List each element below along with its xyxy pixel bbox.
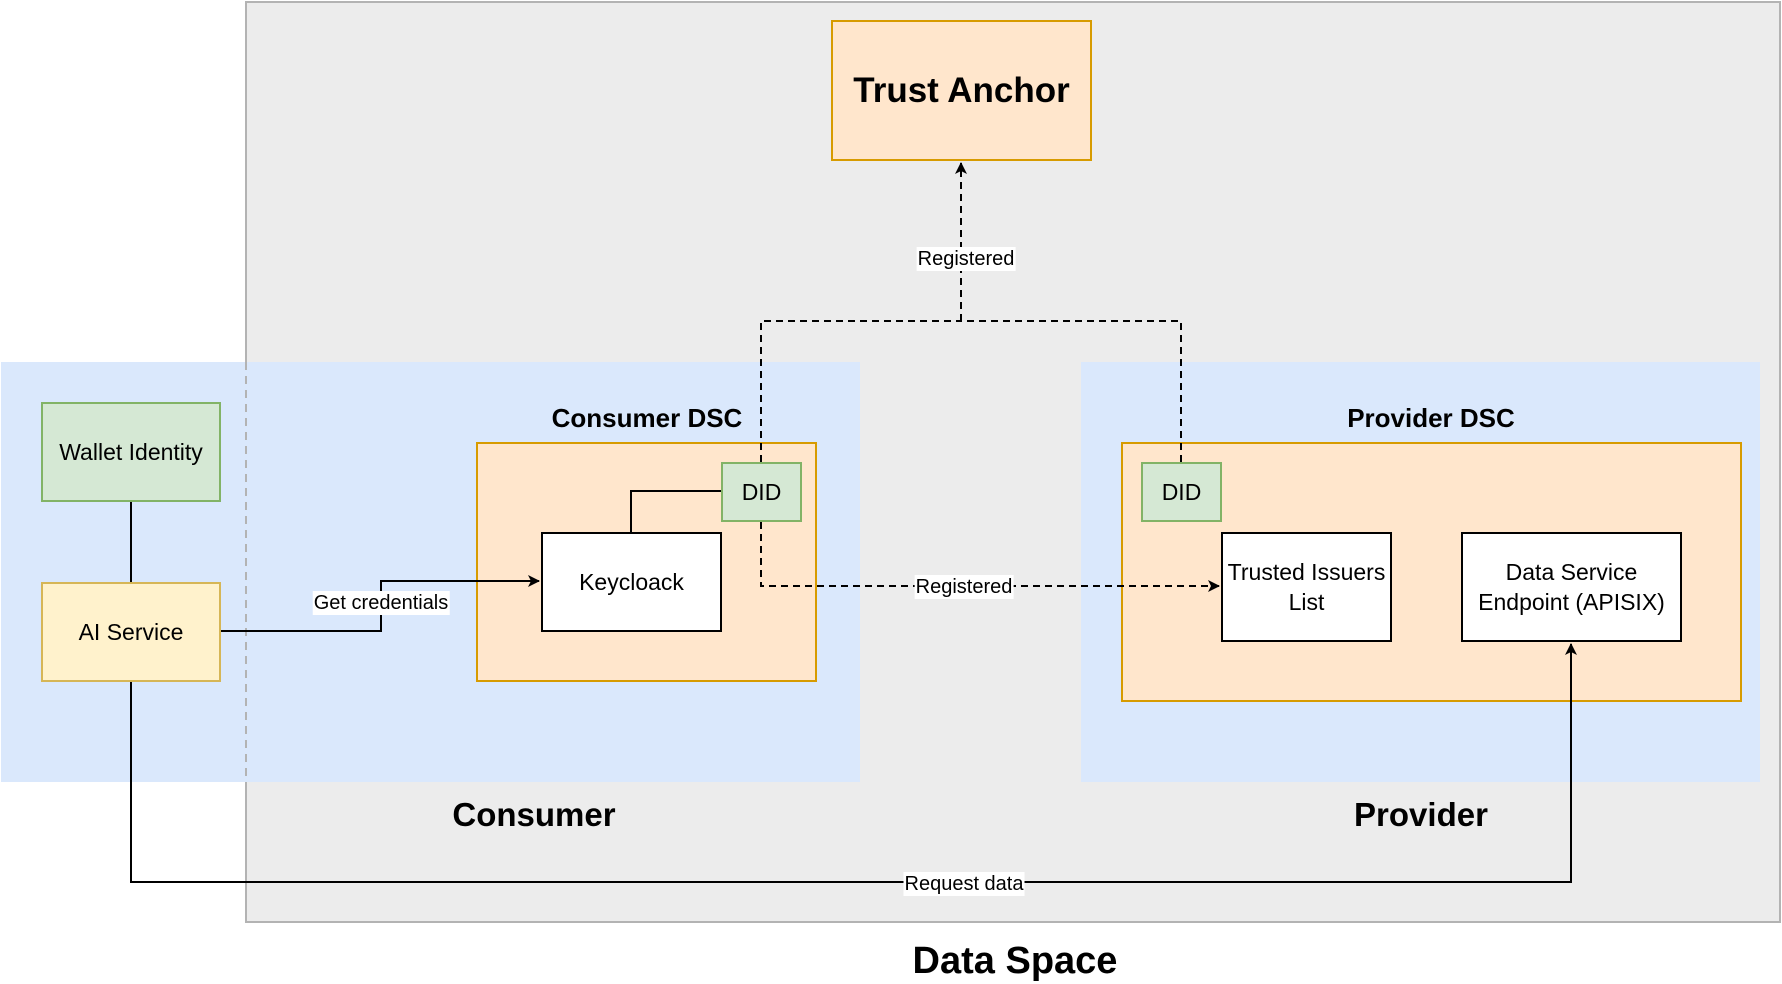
wallet-identity-node[interactable]: Wallet Identity xyxy=(41,402,221,502)
edge-label-request-data: Request data xyxy=(903,872,1025,896)
consumer-dsc-title: Consumer DSC xyxy=(551,403,743,433)
consumer-did-label: DID xyxy=(741,479,782,505)
data-service-label: Data Service Endpoint (APISIX) xyxy=(1478,559,1665,615)
consumer-did-node[interactable]: DID xyxy=(721,462,802,522)
provider-zone-label: Provider xyxy=(1354,796,1488,833)
provider-did-node[interactable]: DID xyxy=(1141,462,1222,522)
provider-did-label: DID xyxy=(1161,479,1202,505)
edge-label-registered-issuers: Registered xyxy=(914,575,1014,599)
keycloak-label: Keycloack xyxy=(579,569,684,595)
consumer-zone-label: Consumer xyxy=(452,796,616,833)
trusted-issuers-label: Trusted Issuers List xyxy=(1227,559,1386,615)
wallet-identity-label: Wallet Identity xyxy=(59,439,203,465)
provider-dsc-title: Provider DSC xyxy=(1347,403,1515,433)
ai-service-node[interactable]: AI Service xyxy=(41,582,221,682)
data-space-title: Data Space xyxy=(912,940,1118,982)
edge-label-get-credentials: Get credentials xyxy=(312,591,450,615)
trust-anchor-label: Trust Anchor xyxy=(853,70,1070,110)
ai-service-label: AI Service xyxy=(78,619,184,645)
trusted-issuers-node[interactable]: Trusted Issuers List xyxy=(1221,532,1392,642)
keycloak-node[interactable]: Keycloack xyxy=(541,532,722,632)
edge-label-registered-anchor: Registered xyxy=(916,247,1016,271)
data-service-node[interactable]: Data Service Endpoint (APISIX) xyxy=(1461,532,1682,642)
trust-anchor-node[interactable]: Trust Anchor xyxy=(831,20,1092,161)
